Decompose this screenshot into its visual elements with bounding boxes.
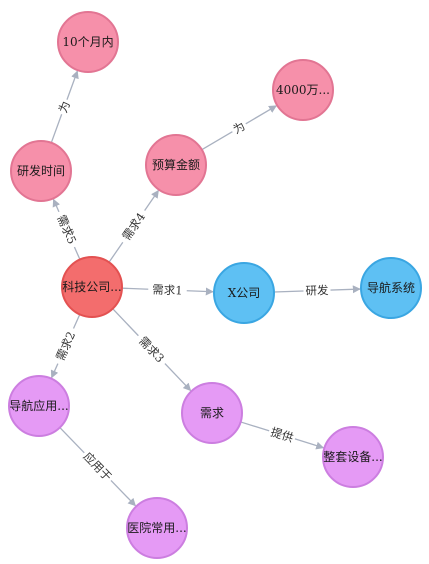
edge-company-dev_time: 需求5 [51,198,82,260]
node-full_set[interactable]: 整套设备... [322,426,384,488]
node-budget[interactable]: 预算金额 [145,134,207,196]
node-label: 需求 [200,406,224,420]
edge-label: 为 [56,99,73,115]
edge-company-demand: 需求3 [112,308,192,392]
edge-label: 提供 [269,425,296,445]
edge-label-background [266,423,298,447]
edge-nav_app-hospital: 应用于 [59,427,137,507]
edge-company-x_company: 需求1 [121,281,214,299]
node-circle[interactable] [360,257,422,319]
node-label: 科技公司... [62,280,121,294]
node-label: 预算金额 [152,157,200,172]
node-label: 导航应用... [9,398,68,413]
edge-dev_time-ten_months: 为 [50,70,79,144]
edge-company-budget: 需求4 [108,189,159,263]
node-x_company[interactable]: X公司 [213,262,275,324]
edge-label: 为 [231,119,248,137]
node-label: 10个月内 [62,35,113,49]
edge-company-nav_app: 需求2 [50,314,81,379]
edge-label-background [50,325,81,367]
node-forty_million[interactable]: 4000万... [272,59,334,121]
node-circle[interactable] [181,382,243,444]
node-label: 4000万... [276,83,330,97]
node-circle[interactable] [57,11,119,73]
node-circle[interactable] [126,497,188,559]
node-label: X公司 [228,286,261,300]
edge-budget-forty_million: 为 [201,105,277,151]
edge-label: 需求5 [54,213,79,246]
edge-label-background [78,447,117,487]
node-company[interactable]: 科技公司... [61,256,123,318]
node-label: 整套设备... [323,449,382,464]
node-circle[interactable] [61,256,123,318]
edge-label-background [51,208,82,251]
edge-label-background [147,281,188,299]
node-circle[interactable] [10,140,72,202]
edge-label-background [228,116,250,139]
node-circle[interactable] [213,262,275,324]
node-demand[interactable]: 需求 [181,382,243,444]
edge-label: 需求1 [152,282,183,297]
edge-label: 应用于 [81,449,115,484]
node-dev_time[interactable]: 研发时间 [10,140,72,202]
edge-label: 研发 [305,283,329,298]
edge-label-background [54,96,75,117]
edge-label: 需求2 [53,329,78,362]
node-nav_app[interactable]: 导航应用... [8,375,70,437]
edge-label-background [303,282,331,299]
node-circle[interactable] [145,134,207,196]
node-label: 医院常用... [127,521,186,535]
node-circle[interactable] [322,426,384,488]
edge-label-background [116,206,152,247]
node-nav_system[interactable]: 导航系统 [360,257,422,319]
node-ten_months[interactable]: 10个月内 [57,11,119,73]
edge-x_company-nav_system: 研发 [273,282,361,299]
node-hospital[interactable]: 医院常用... [126,497,188,559]
edge-demand-full_set: 提供 [240,421,325,450]
node-circle[interactable] [8,375,70,437]
edge-label-background [132,330,171,370]
node-circle[interactable] [272,59,334,121]
node-label: 研发时间 [17,163,65,178]
node-label: 导航系统 [367,280,415,295]
